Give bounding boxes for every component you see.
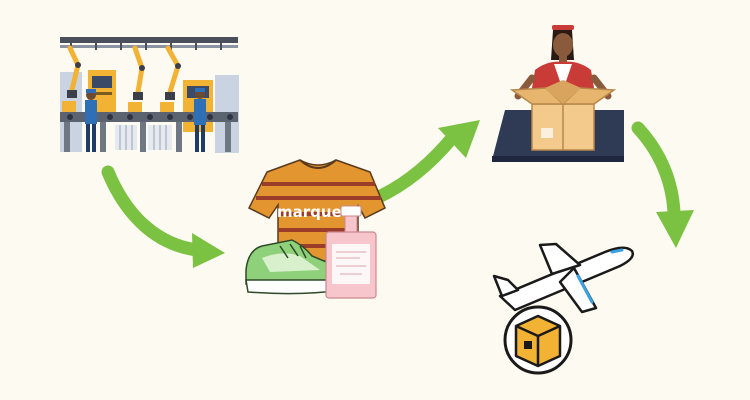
arrow-factory-to-products	[101, 165, 225, 268]
arrow-packing-to-shipping	[631, 121, 694, 248]
airplane-shipping-illustration	[492, 242, 634, 375]
brand-label: marque	[277, 203, 342, 221]
fashion-products-illustration: marque	[245, 159, 386, 299]
factory-worker-left	[85, 89, 97, 152]
perfume-bottle	[325, 205, 377, 299]
factory-assembly-line-illustration	[60, 37, 239, 153]
package-icon	[514, 314, 562, 368]
arrow-products-to-packing	[365, 120, 480, 207]
person-packing-box-illustration	[492, 25, 624, 162]
factory-worker-right	[194, 88, 206, 152]
